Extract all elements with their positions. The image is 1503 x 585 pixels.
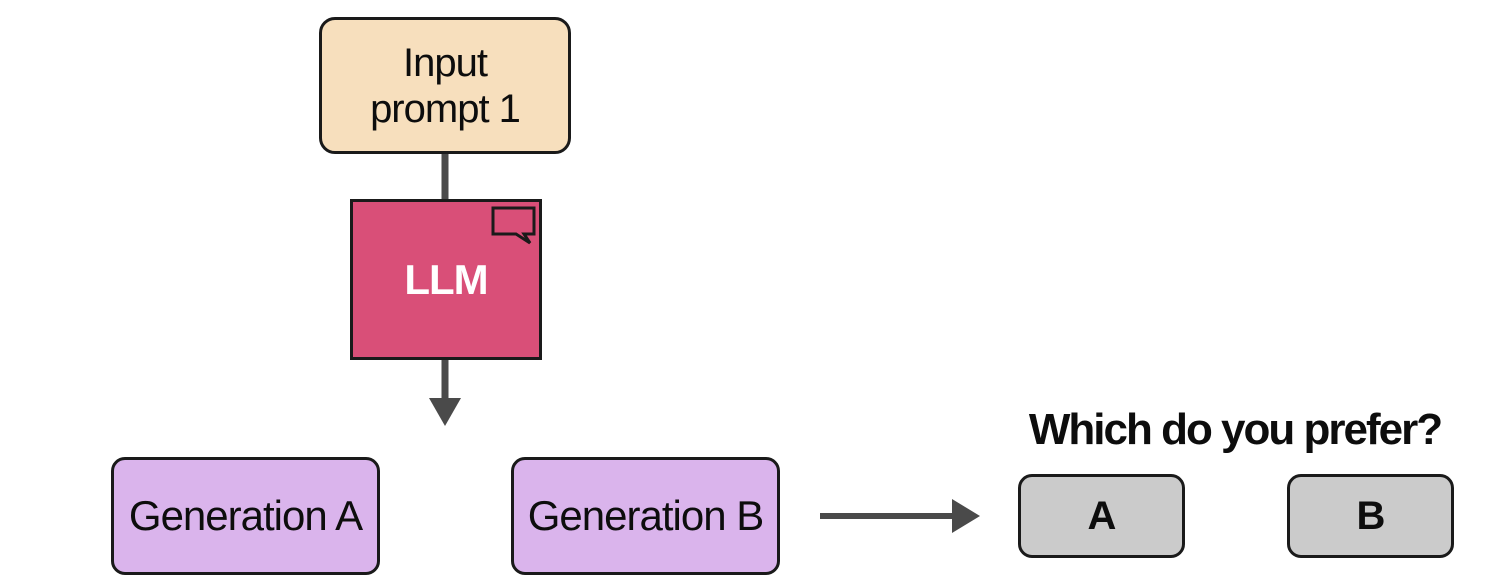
chat-bubble-icon: [491, 206, 536, 245]
llm-label: LLM: [404, 255, 488, 303]
generation-a-box: Generation A: [111, 457, 380, 575]
generation-b-label: Generation B: [527, 492, 764, 539]
preference-question: Which do you prefer?: [1028, 405, 1443, 454]
option-a-button[interactable]: A: [1018, 474, 1185, 558]
llm-box: LLM: [350, 199, 542, 360]
option-b-button[interactable]: B: [1287, 474, 1454, 558]
generation-a-label: Generation A: [128, 492, 363, 539]
llm-to-generations-arrowhead: [429, 398, 461, 426]
generation-b-box: Generation B: [511, 457, 780, 575]
option-a-label: A: [1087, 493, 1117, 538]
generations-to-preference-arrowhead: [952, 499, 980, 533]
input-prompt-box: Input prompt 1: [319, 17, 571, 154]
input-prompt-label: Input prompt 1: [370, 40, 521, 131]
option-b-label: B: [1356, 493, 1386, 538]
